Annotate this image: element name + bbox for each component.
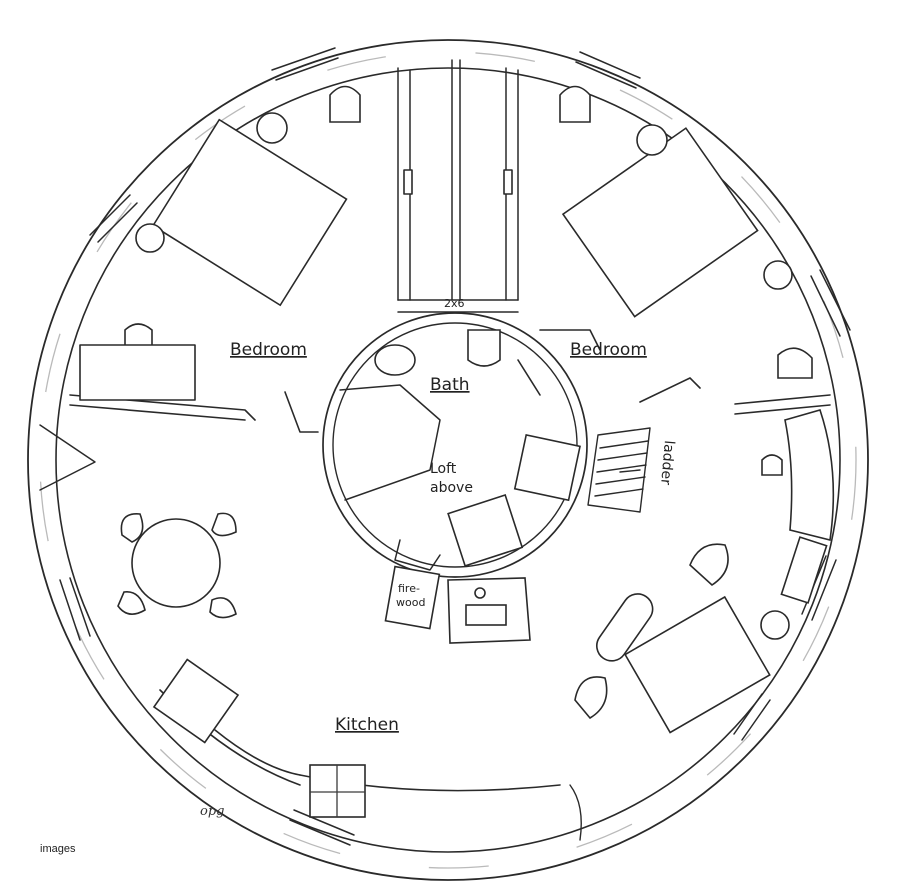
firewood-label-1: fire- xyxy=(398,582,420,595)
bed-right xyxy=(561,127,759,318)
kitchen-label: Kitchen xyxy=(335,715,399,735)
entry-door xyxy=(39,424,96,491)
loft-label-2: above xyxy=(430,480,473,496)
firewood-label-2: wood xyxy=(396,596,425,609)
firewood-box xyxy=(384,565,441,630)
signature: opg xyxy=(200,804,224,819)
ladder xyxy=(587,427,651,513)
partitions xyxy=(69,329,831,433)
windows xyxy=(59,47,851,846)
central-core xyxy=(322,312,588,578)
bath-label: Bath xyxy=(430,375,470,395)
dimension-label: 2x6 xyxy=(444,297,465,310)
side-tables xyxy=(135,112,793,640)
watermark: images xyxy=(40,843,76,855)
niches xyxy=(124,85,813,476)
bed-left xyxy=(151,118,348,307)
bedroom-left-label: Bedroom xyxy=(230,340,307,360)
right-cabinets xyxy=(574,409,835,734)
kitchen-counters xyxy=(152,658,582,841)
ladder-label: ladder xyxy=(657,440,677,486)
bedroom-right-label: Bedroom xyxy=(570,340,647,360)
dining-table xyxy=(117,512,237,619)
top-hallway xyxy=(397,59,519,313)
stove xyxy=(447,577,531,644)
loft-label-1: Loft xyxy=(430,461,457,477)
outer-wall xyxy=(27,39,869,881)
